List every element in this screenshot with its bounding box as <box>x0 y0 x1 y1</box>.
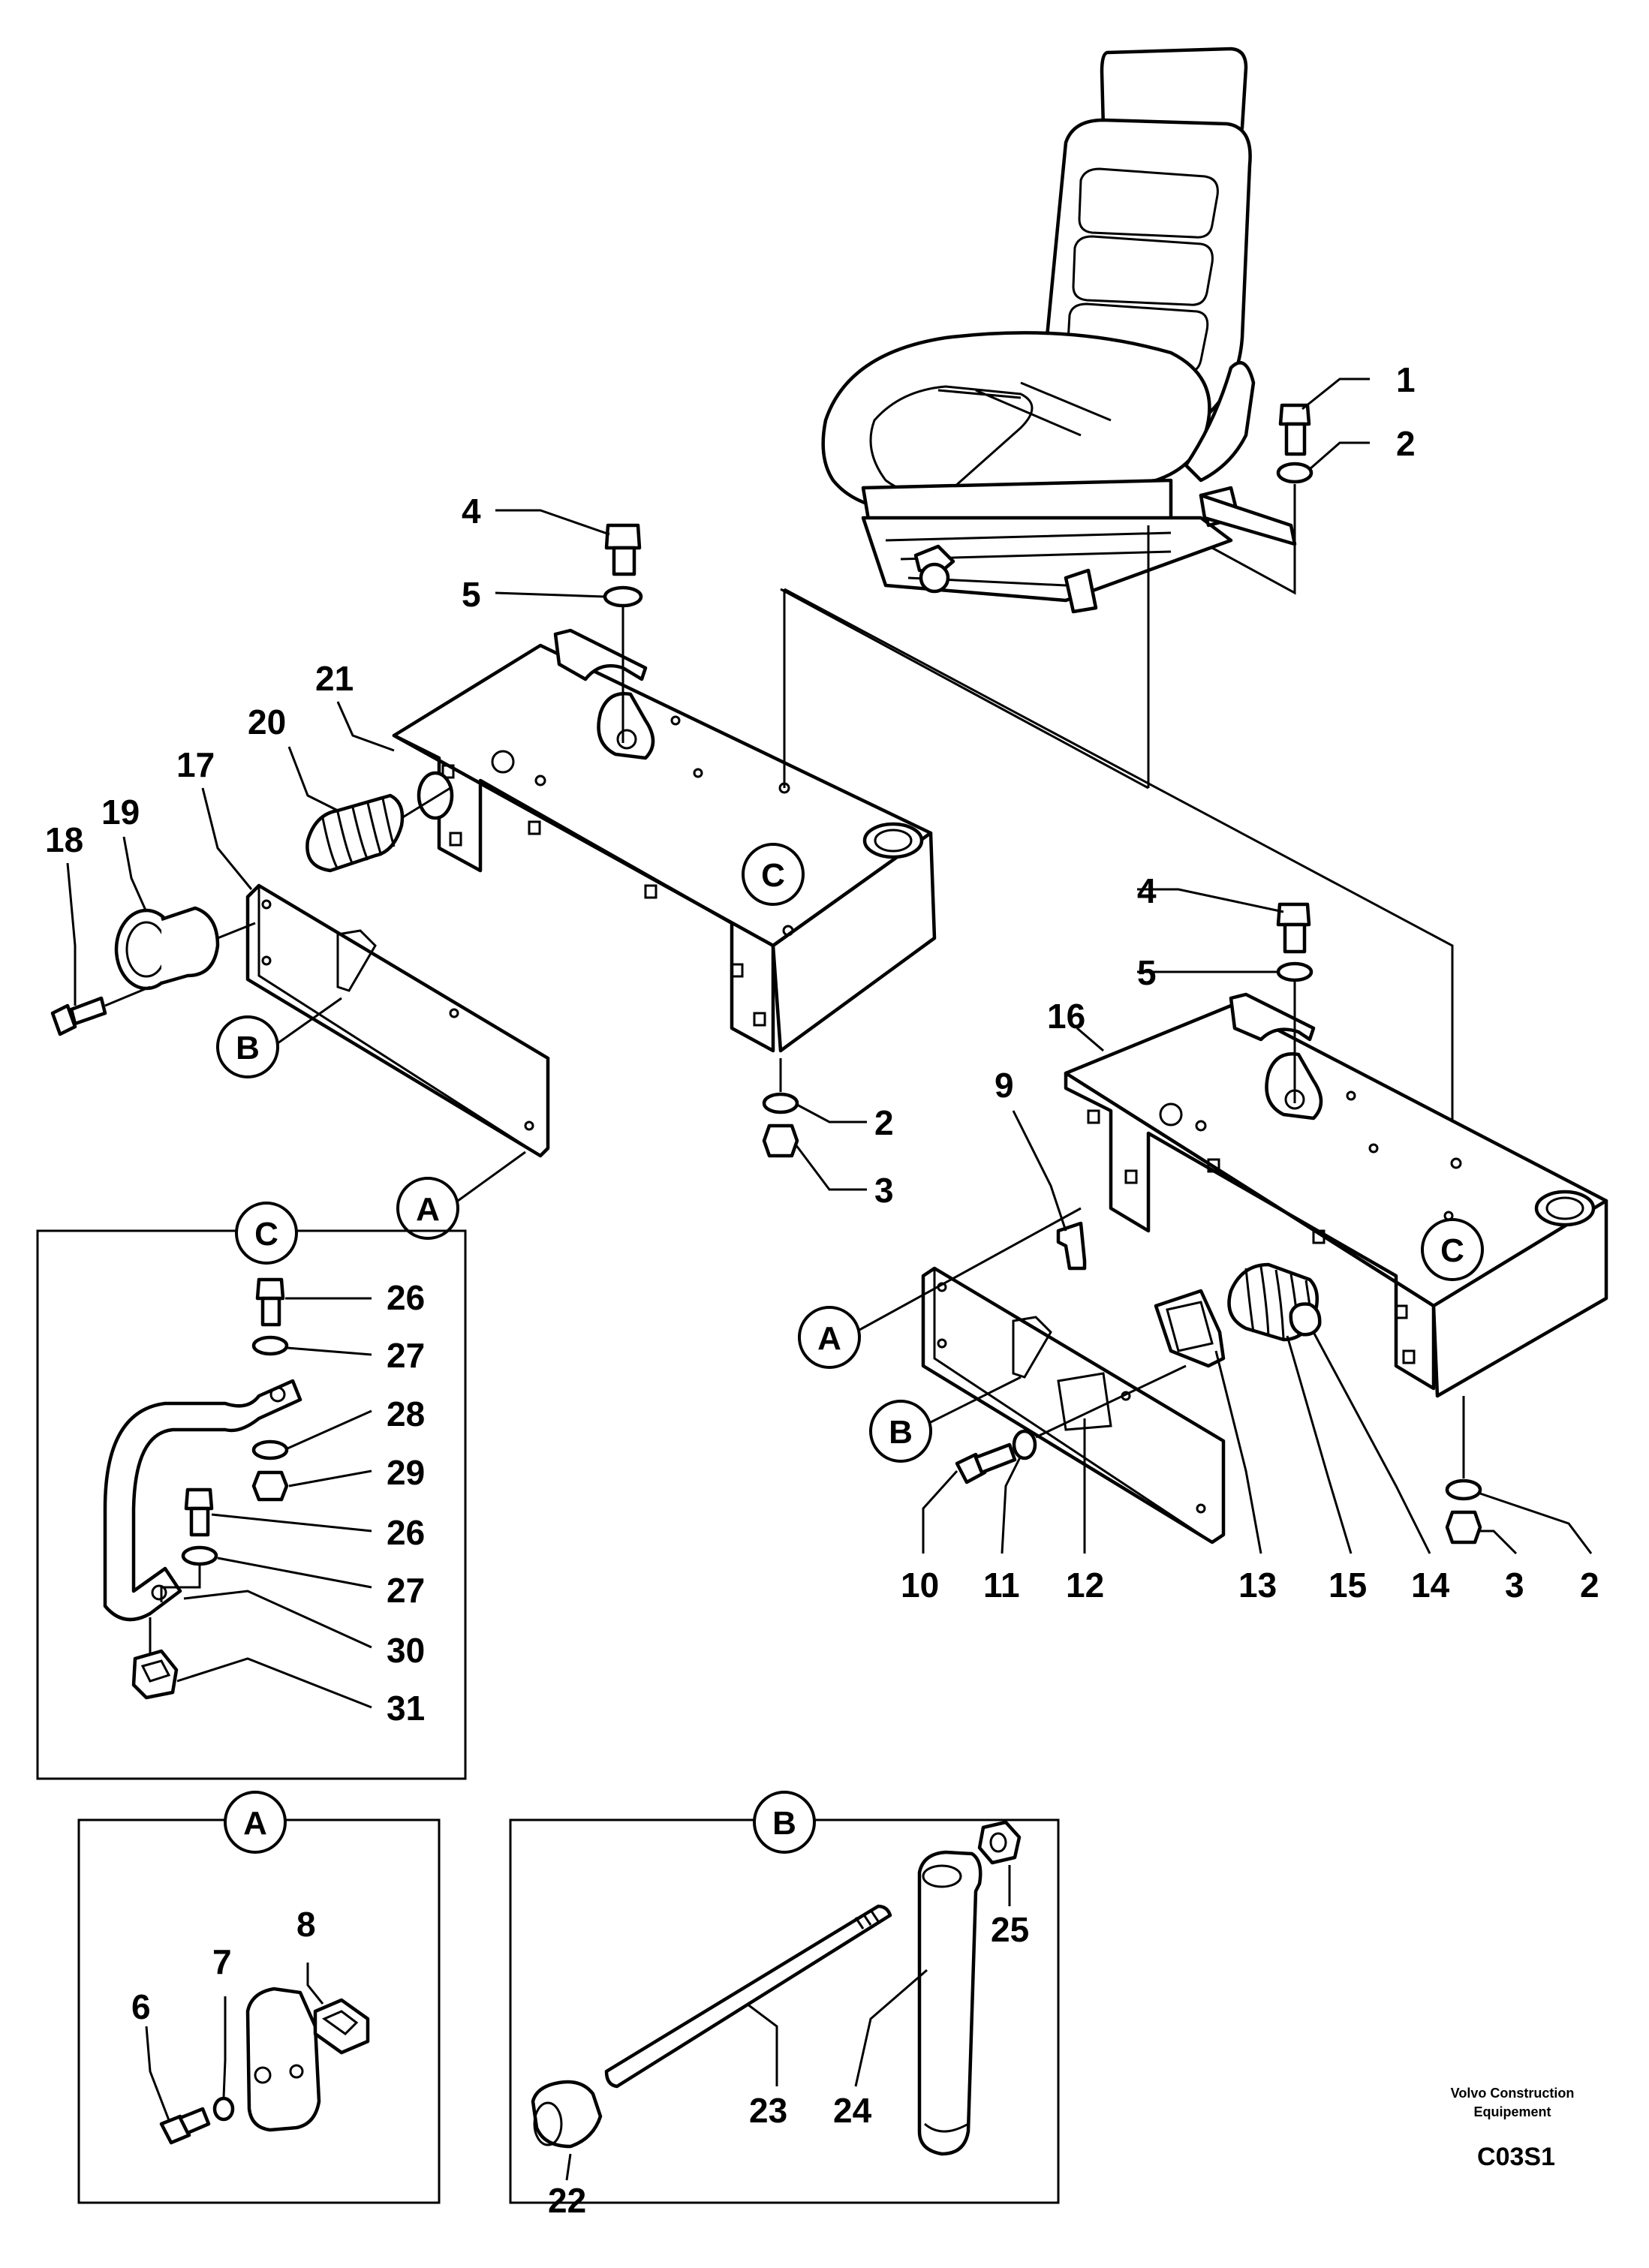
label-2-left: 2 <box>874 1103 894 1142</box>
label-11: 11 <box>983 1566 1020 1605</box>
seat-box-left <box>392 628 937 1053</box>
detail-c: C 26 27 28 29 26 27 30 31 <box>36 1202 467 1780</box>
seat-box-right <box>1064 992 1608 1398</box>
drawing-code: C03S1 <box>1477 2143 1555 2171</box>
bracket-9 <box>1056 1221 1087 1271</box>
label-31: 31 <box>387 1689 425 1728</box>
label-7: 7 <box>212 1942 232 1981</box>
label-23: 23 <box>749 2091 787 2130</box>
label-3-left: 3 <box>874 1171 894 1210</box>
label-5-left: 5 <box>462 575 481 614</box>
nut-14 <box>1289 1302 1322 1337</box>
label-15: 15 <box>1329 1566 1367 1605</box>
label-19: 19 <box>101 793 140 832</box>
svg-text:C: C <box>1440 1232 1464 1269</box>
spring-20 <box>305 787 451 873</box>
label-2-right: 2 <box>1580 1566 1599 1605</box>
company-name-line2: Equipement <box>1473 2104 1551 2119</box>
washer-5-left <box>603 585 643 608</box>
bolt-1 <box>1278 403 1311 456</box>
label-20: 20 <box>248 702 286 741</box>
label-21: 21 <box>315 659 354 698</box>
label-13: 13 <box>1238 1566 1277 1605</box>
washer-2-left <box>762 1092 799 1114</box>
ref-circle-a-left: A <box>396 1177 459 1240</box>
label-30: 30 <box>387 1631 425 1670</box>
company-name-line1: Volvo Construction <box>1451 2086 1575 2101</box>
bolt-10 <box>955 1442 1017 1484</box>
svg-text:B: B <box>772 1805 796 1842</box>
label-24: 24 <box>833 2091 872 2130</box>
label-26-top: 26 <box>387 1278 425 1317</box>
label-16: 16 <box>1047 997 1085 1036</box>
svg-text:C: C <box>254 1216 278 1253</box>
washer-11 <box>1012 1429 1037 1460</box>
drawing-footer: Volvo Construction Equipement C03S1 <box>1451 2086 1575 2171</box>
label-2-top: 2 <box>1396 424 1416 463</box>
detail-b: B 22 23 24 25 <box>509 1791 1060 2220</box>
cover-13 <box>1154 1289 1226 1368</box>
knob-19 <box>114 906 256 991</box>
label-10: 10 <box>901 1566 939 1605</box>
label-1: 1 <box>1396 360 1416 399</box>
label-29: 29 <box>387 1453 425 1492</box>
label-8: 8 <box>296 1905 316 1944</box>
label-28: 28 <box>387 1394 425 1433</box>
washer-2-right <box>1445 1478 1482 1501</box>
ref-circle-b-left: B <box>216 1015 279 1078</box>
label-14: 14 <box>1411 1566 1450 1605</box>
svg-text:A: A <box>817 1320 841 1357</box>
label-12: 12 <box>1066 1566 1104 1605</box>
svg-text:A: A <box>416 1191 440 1228</box>
label-18: 18 <box>45 820 83 859</box>
label-22: 22 <box>548 2181 586 2220</box>
bolt-4-right <box>1276 902 1311 954</box>
bolt-18 <box>50 985 151 1036</box>
washer-2-top <box>1276 462 1313 484</box>
svg-text:B: B <box>889 1414 913 1451</box>
label-27-lower: 27 <box>387 1571 425 1610</box>
svg-text:C: C <box>761 857 785 894</box>
washer-5-right <box>1276 961 1313 982</box>
detail-a: A 6 7 8 <box>77 1791 441 2204</box>
panel-17 <box>245 883 550 1158</box>
label-4-right: 4 <box>1137 871 1157 910</box>
bolt-4-left <box>604 523 642 576</box>
ref-circle-b-right: B <box>869 1400 932 1463</box>
nut-3-left <box>762 1123 799 1158</box>
label-4-left: 4 <box>462 492 481 531</box>
svg-text:B: B <box>236 1030 260 1066</box>
svg-text:A: A <box>243 1805 267 1842</box>
label-27-top: 27 <box>387 1336 425 1375</box>
operator-seat <box>821 47 1297 614</box>
ref-circle-c-left: C <box>742 843 805 906</box>
nut-3-right <box>1445 1510 1482 1545</box>
label-3-right: 3 <box>1505 1566 1524 1605</box>
ref-circle-c-right: C <box>1421 1218 1484 1281</box>
label-5-right: 5 <box>1137 953 1157 992</box>
label-17: 17 <box>176 745 215 784</box>
label-9: 9 <box>995 1066 1014 1105</box>
label-6: 6 <box>131 1987 151 2026</box>
label-26-lower: 26 <box>387 1513 425 1552</box>
ref-circle-a-right: A <box>798 1306 861 1369</box>
label-25: 25 <box>991 1910 1029 1949</box>
